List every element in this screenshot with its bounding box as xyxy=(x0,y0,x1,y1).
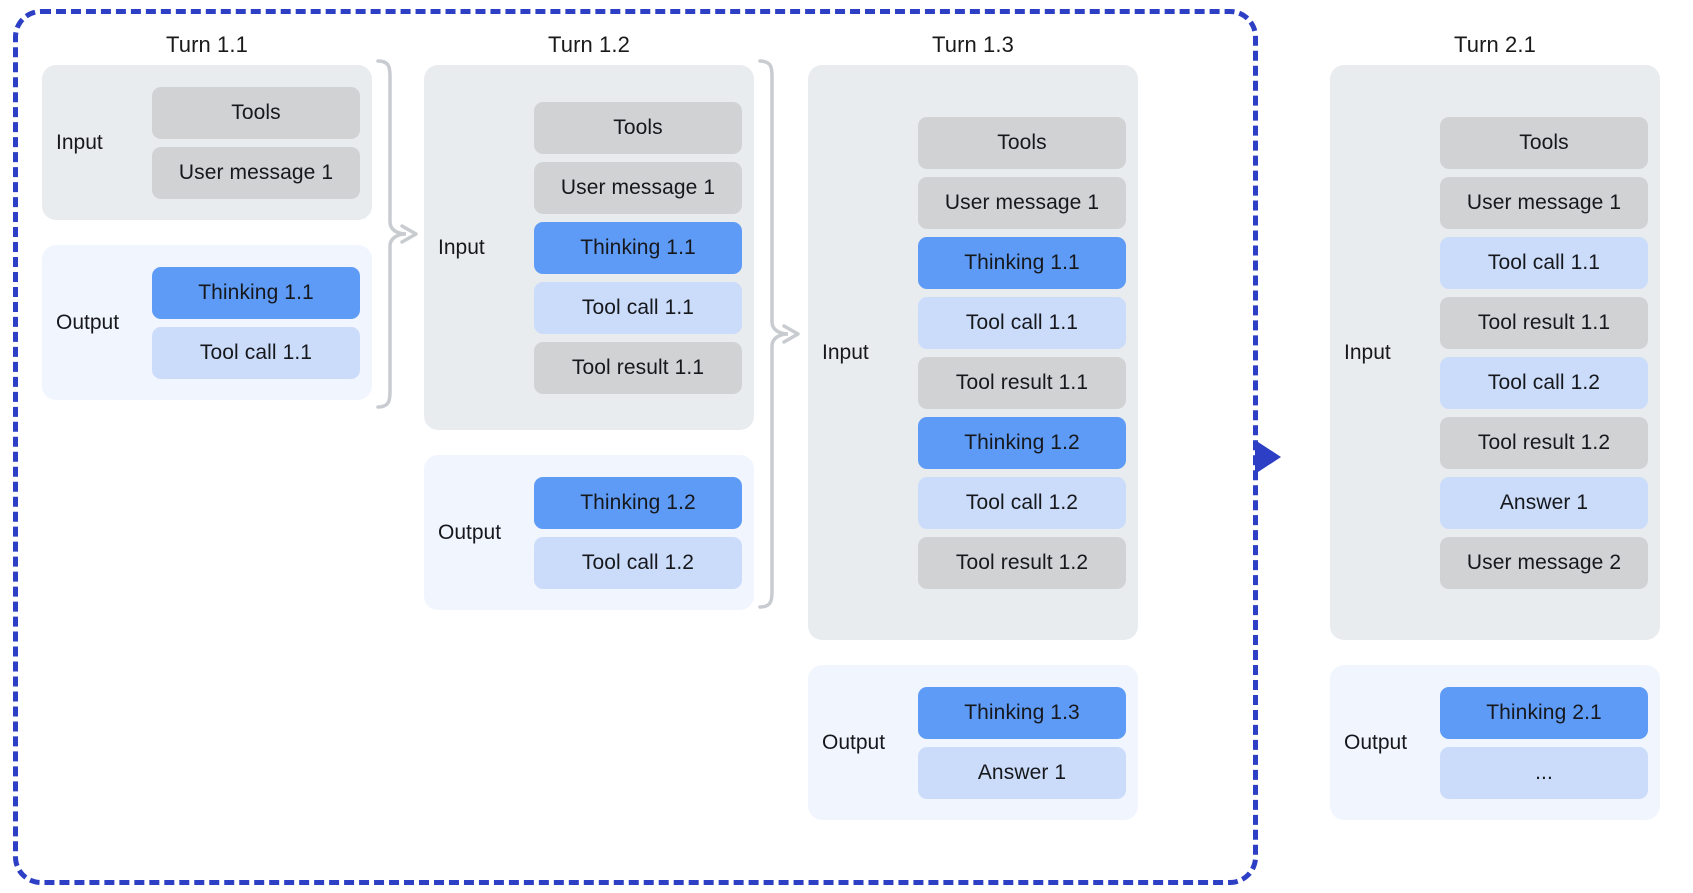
turn-title-1: Turn 1.1 xyxy=(166,32,248,57)
output-pill-stack-3: Thinking 1.3 Answer 1 xyxy=(918,675,1138,811)
output-label-1: Output xyxy=(56,310,120,334)
pill-tool-call-1-1[interactable]: Tool call 1.1 xyxy=(534,281,742,334)
output-panel-2: Output Thinking 1.2 Tool call 1.2 xyxy=(424,455,754,610)
pill-user-message-1[interactable]: User message 1 xyxy=(534,161,742,214)
pill-thinking-1-1[interactable]: Thinking 1.1 xyxy=(152,266,360,319)
input-label-1: Input xyxy=(56,130,103,154)
pill-tools[interactable]: Tools xyxy=(152,86,360,139)
pill-user-message-1[interactable]: User message 1 xyxy=(152,146,360,199)
output-label-4: Output xyxy=(1344,730,1408,754)
turn-title-2: Turn 1.2 xyxy=(548,32,630,57)
pill-thinking-2-1[interactable]: Thinking 2.1 xyxy=(1440,686,1648,739)
input-label-4: Input xyxy=(1344,340,1391,364)
pill-tools[interactable]: Tools xyxy=(918,116,1126,169)
output-panel-4: Output Thinking 2.1 ... xyxy=(1330,665,1660,820)
output-pill-stack-2: Thinking 1.2 Tool call 1.2 xyxy=(534,465,754,601)
input-pill-stack-3: Tools User message 1 Thinking 1.1 Tool c… xyxy=(918,105,1138,601)
turn-column-1: Turn 1.1 Input Tools User message 1 Outp… xyxy=(42,0,372,893)
pill-tool-call-1-1[interactable]: Tool call 1.1 xyxy=(1440,236,1648,289)
output-panel-1: Output Thinking 1.1 Tool call 1.1 xyxy=(42,245,372,400)
pill-user-message-1[interactable]: User message 1 xyxy=(1440,176,1648,229)
input-pill-stack-1: Tools User message 1 xyxy=(152,75,372,211)
pill-thinking-1-2[interactable]: Thinking 1.2 xyxy=(918,416,1126,469)
input-pill-stack-4: Tools User message 1 Tool call 1.1 Tool … xyxy=(1440,105,1660,601)
pill-user-message-1[interactable]: User message 1 xyxy=(918,176,1126,229)
pill-tool-call-1-2[interactable]: Tool call 1.2 xyxy=(918,476,1126,529)
pill-tool-call-1-1[interactable]: Tool call 1.1 xyxy=(918,296,1126,349)
pill-tool-result-1-2[interactable]: Tool result 1.2 xyxy=(918,536,1126,589)
pill-tool-result-1-1[interactable]: Tool result 1.1 xyxy=(918,356,1126,409)
turn-title-3: Turn 1.3 xyxy=(932,32,1014,57)
pill-tool-call-1-1[interactable]: Tool call 1.1 xyxy=(152,326,360,379)
pill-tool-call-1-2[interactable]: Tool call 1.2 xyxy=(1440,356,1648,409)
pill-tools[interactable]: Tools xyxy=(1440,116,1648,169)
pill-tool-call-1-2[interactable]: Tool call 1.2 xyxy=(534,536,742,589)
pill-thinking-1-1[interactable]: Thinking 1.1 xyxy=(534,221,742,274)
pill-tool-result-1-1[interactable]: Tool result 1.1 xyxy=(534,341,742,394)
output-panel-3: Output Thinking 1.3 Answer 1 xyxy=(808,665,1138,820)
input-label-3: Input xyxy=(822,340,869,364)
pill-ellipsis[interactable]: ... xyxy=(1440,746,1648,799)
input-panel-1: Input Tools User message 1 xyxy=(42,65,372,220)
input-panel-3: Input Tools User message 1 Thinking 1.1 … xyxy=(808,65,1138,640)
pill-answer-1[interactable]: Answer 1 xyxy=(1440,476,1648,529)
connector-brace-turn2-to-turn3 xyxy=(758,59,800,609)
output-pill-stack-4: Thinking 2.1 ... xyxy=(1440,675,1660,811)
input-pill-stack-2: Tools User message 1 Thinking 1.1 Tool c… xyxy=(534,90,754,406)
loop-arrow-icon xyxy=(1255,440,1281,474)
pill-tools[interactable]: Tools xyxy=(534,101,742,154)
pill-thinking-1-1[interactable]: Thinking 1.1 xyxy=(918,236,1126,289)
pill-user-message-2[interactable]: User message 2 xyxy=(1440,536,1648,589)
input-label-2: Input xyxy=(438,235,485,259)
output-label-2: Output xyxy=(438,520,502,544)
output-label-3: Output xyxy=(822,730,886,754)
output-pill-stack-1: Thinking 1.1 Tool call 1.1 xyxy=(152,255,372,391)
turn-title-4: Turn 2.1 xyxy=(1454,32,1536,57)
pill-thinking-1-2[interactable]: Thinking 1.2 xyxy=(534,476,742,529)
input-panel-2: Input Tools User message 1 Thinking 1.1 … xyxy=(424,65,754,430)
connector-brace-turn1-to-turn2 xyxy=(376,59,418,409)
turn-column-4: Turn 2.1 Input Tools User message 1 Tool… xyxy=(1330,0,1660,893)
turn-column-3: Turn 1.3 Input Tools User message 1 Thin… xyxy=(808,0,1138,893)
turn-column-2: Turn 1.2 Input Tools User message 1 Thin… xyxy=(424,0,754,893)
input-panel-4: Input Tools User message 1 Tool call 1.1… xyxy=(1330,65,1660,640)
pill-thinking-1-3[interactable]: Thinking 1.3 xyxy=(918,686,1126,739)
pill-tool-result-1-2[interactable]: Tool result 1.2 xyxy=(1440,416,1648,469)
pill-tool-result-1-1[interactable]: Tool result 1.1 xyxy=(1440,296,1648,349)
pill-answer-1[interactable]: Answer 1 xyxy=(918,746,1126,799)
